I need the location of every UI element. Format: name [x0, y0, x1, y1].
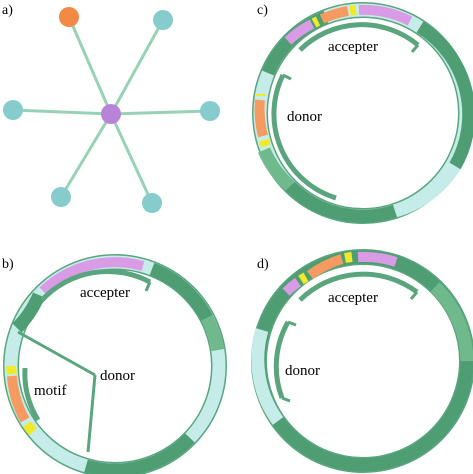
- accepter-segment: [284, 19, 315, 45]
- node-bottom-left: [51, 187, 71, 207]
- accepter-bracket: [298, 22, 420, 52]
- ring-segment-dark: [416, 21, 473, 170]
- panel-d-ring: d) accepter donor: [251, 249, 473, 473]
- ring-segment-mid: [430, 282, 473, 362]
- accepter-marker: [298, 272, 309, 285]
- donor-line: [17, 330, 96, 377]
- ring-segment-light: [393, 162, 461, 218]
- node-orange: [59, 7, 79, 27]
- accepter-segment: [319, 6, 349, 24]
- edge-bottom-right: [109, 113, 154, 204]
- panel-b-ring: b) accepter donor motif: [2, 254, 227, 474]
- donor-segment: [254, 99, 268, 138]
- bracket-tick: [281, 396, 291, 403]
- accepter-segment: [357, 251, 398, 267]
- panel-a-label: a): [2, 3, 13, 18]
- edge-top-left: [67, 16, 113, 115]
- bracket-tick: [410, 44, 420, 53]
- accepter-label: accepter: [328, 39, 378, 55]
- donor-label: donor: [285, 363, 320, 379]
- motif-marker: [22, 421, 37, 436]
- motif-bracket: [22, 367, 41, 422]
- edge-right: [110, 109, 211, 116]
- panel-d-label: d): [257, 257, 269, 272]
- edge-left: [12, 108, 112, 116]
- accepter-bracket: [298, 271, 419, 302]
- ring-segment-dark: [12, 292, 45, 333]
- ring-segment-dark: [149, 262, 213, 322]
- donor-label: donor: [287, 109, 322, 125]
- node-top-right: [153, 10, 173, 30]
- motif-segment: [7, 375, 30, 423]
- node-center-purple: [101, 104, 121, 124]
- donor-marker: [259, 138, 271, 148]
- accepter-marker: [311, 16, 321, 28]
- accepter-segment: [307, 254, 344, 280]
- ring-segment-mid: [258, 147, 295, 191]
- bracket-tick: [409, 291, 419, 300]
- accepter-segment: [39, 257, 145, 295]
- ring-segment-light: [251, 328, 284, 425]
- node-left: [3, 100, 23, 120]
- bracket-tick: [144, 281, 152, 292]
- ring-segment-dark: [285, 181, 398, 223]
- star-edges: [12, 16, 211, 204]
- accepter-label: accepter: [328, 290, 378, 306]
- bracket-tick: [282, 73, 292, 81]
- panel-b-label: b): [2, 257, 14, 272]
- edge-top-right: [109, 19, 165, 115]
- node-bottom-right: [142, 193, 162, 213]
- accepter-marker: [344, 252, 353, 263]
- donor-bracket: [271, 73, 337, 201]
- accepter-marker: [349, 5, 357, 16]
- ring-segment-dark: [84, 433, 195, 474]
- motif-marker: [6, 365, 17, 375]
- donor-bracket: [273, 320, 291, 399]
- node-right: [200, 101, 220, 121]
- panel-a-star-graph: a): [2, 3, 220, 213]
- ring-segment-mid: [201, 314, 225, 352]
- accepter-segment: [358, 4, 413, 26]
- bracket-tick: [287, 320, 297, 327]
- donor-line: [86, 374, 97, 453]
- panel-c-label: c): [257, 3, 268, 18]
- motif-label: motif: [34, 383, 67, 399]
- donor-label: donor: [100, 368, 135, 384]
- accepter-bracket: [40, 269, 152, 302]
- accepter-label: accepter: [80, 285, 130, 301]
- panel-c-ring: c) accepter donor: [252, 2, 473, 224]
- edge-bottom-left: [59, 113, 113, 198]
- accepter-segment: [282, 277, 301, 296]
